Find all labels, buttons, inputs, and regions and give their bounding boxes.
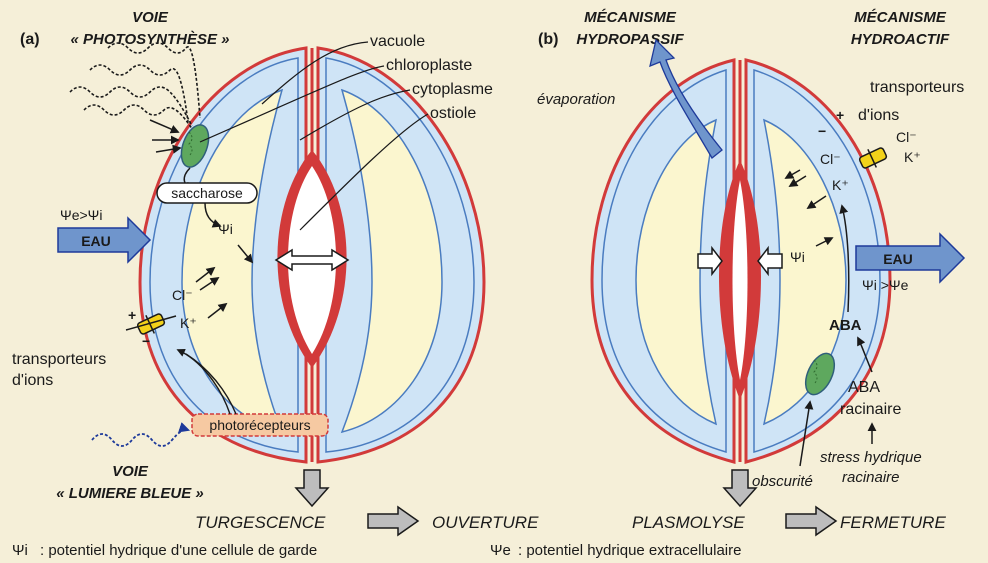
down-arrow-a: [296, 470, 328, 506]
transporteurs-b-2: d'ions: [858, 107, 899, 124]
k-label-b-out: K⁺: [904, 149, 921, 165]
vacuole-label: vacuole: [370, 33, 425, 50]
ouverture-label: OUVERTURE: [432, 513, 539, 532]
cl-label-b-in: Cl⁻: [820, 151, 841, 167]
minus-sign-b: −: [818, 123, 826, 139]
ion-transporter-b-icon: [859, 147, 888, 169]
plasmolyse-label: PLASMOLYSE: [632, 513, 745, 532]
psi-i-gt-psi-e: Ψi >Ψe: [862, 277, 909, 293]
transporteurs-b-1: transporteurs: [870, 79, 964, 96]
hydroactif-2: HYDROACTIF: [851, 31, 950, 48]
turgescence-label: TURGESCENCE: [195, 513, 326, 532]
voie-lumiere-bleue-1: VOIE: [112, 463, 149, 480]
right-arrow-b: [786, 507, 836, 535]
plus-sign-b: +: [836, 107, 844, 123]
cl-label-b-out: Cl⁻: [896, 129, 917, 145]
voie-lumiere-bleue-2: « LUMIERE BLEUE »: [56, 485, 204, 502]
footer-psi-i-symbol: Ψi: [12, 542, 28, 559]
light-waves-icon: [70, 43, 200, 132]
k-label-a: K⁺: [180, 315, 197, 331]
cytoplasme-label: cytoplasme: [412, 81, 493, 98]
cl-label-a: Cl⁻: [172, 287, 193, 303]
blue-light-wave-icon: [92, 430, 188, 446]
transporteurs-a-1: transporteurs: [12, 351, 106, 368]
aba-racinaire-1: ABA: [848, 379, 880, 396]
fermeture-label: FERMETURE: [840, 513, 946, 532]
minus-sign-a: −: [142, 333, 150, 349]
footer-psi-e-symbol: Ψe: [490, 542, 511, 559]
hydroactif-1: MÉCANISME: [854, 9, 947, 26]
right-arrow-a: [368, 507, 418, 535]
psi-i-label-a: Ψi: [218, 221, 233, 237]
hydropassif-2: HYDROPASSIF: [576, 31, 684, 48]
saccharose-label: saccharose: [171, 185, 243, 201]
aba-label: ABA: [829, 317, 862, 334]
voie-photosynthese-1: VOIE: [132, 9, 169, 26]
obscurite-label: obscurité: [752, 473, 813, 490]
k-label-b-in: K⁺: [832, 177, 849, 193]
evaporation-label: évaporation: [537, 91, 615, 108]
photorecepteurs-label: photorécepteurs: [209, 417, 310, 433]
psi-i-label-b: Ψi: [790, 249, 805, 265]
ostiole-label: ostiole: [430, 105, 476, 122]
eau-label-b: EAU: [883, 251, 913, 267]
stress-label-2: racinaire: [842, 469, 900, 486]
transporteurs-a-2: d'ions: [12, 372, 53, 389]
footer-psi-i-definition: : potentiel hydrique d'une cellule de ga…: [40, 542, 317, 559]
eau-label-a: EAU: [81, 233, 111, 249]
aba-racinaire-2: racinaire: [840, 401, 901, 418]
panel-a-label: (a): [20, 31, 40, 48]
chloroplaste-label: chloroplaste: [386, 57, 472, 74]
stress-label-1: stress hydrique: [820, 449, 922, 466]
hydropassif-1: MÉCANISME: [584, 9, 677, 26]
voie-photosynthese-2: « PHOTOSYNTHÈSE »: [71, 31, 230, 48]
footer-psi-e-definition: : potentiel hydrique extracellulaire: [518, 542, 741, 559]
water-in-arrow: EAU: [58, 218, 150, 262]
panel-b-label: (b): [538, 31, 558, 48]
psi-e-gt-psi-i: Ψe>Ψi: [60, 207, 102, 223]
plus-sign-a: +: [128, 307, 136, 323]
